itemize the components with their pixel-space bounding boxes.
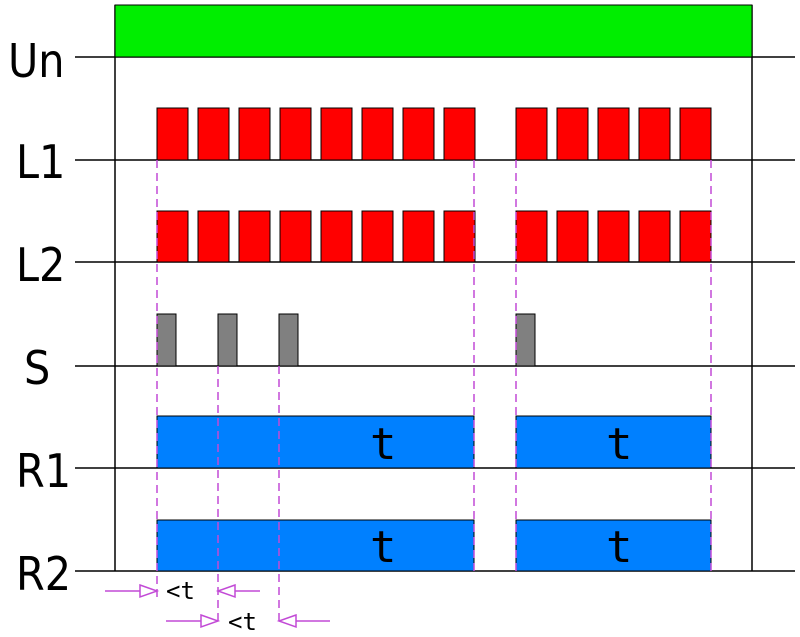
l2-pulse-9	[515, 210, 548, 263]
l2-pulse-10	[556, 210, 589, 263]
l1-pulse-13	[679, 107, 712, 161]
l1-pulse-train	[156, 107, 712, 161]
dimension-arrow-second-right	[276, 613, 330, 629]
row-label-l2: L2	[16, 238, 65, 292]
row-label-s: S	[24, 341, 50, 395]
l2-pulse-train	[156, 210, 712, 263]
r2-time-mark-second: t	[606, 522, 633, 573]
l1-pulse-9	[515, 107, 548, 161]
l1-pulse-10	[556, 107, 589, 161]
supply-bar	[114, 4, 753, 58]
dimension-label-first-gap: <t	[166, 577, 195, 605]
l2-pulse-5	[320, 210, 353, 263]
switch-pulse-train	[156, 313, 536, 367]
l2-pulse-6	[361, 210, 394, 263]
l2-pulse-2	[197, 210, 230, 263]
r2-relay-bar-first	[156, 519, 475, 572]
r1-relay-bar-second	[515, 415, 712, 469]
l1-pulse-4	[279, 107, 312, 161]
r1-time-mark-second: t	[606, 419, 633, 470]
l2-pulse-4	[279, 210, 312, 263]
l1-pulse-3	[238, 107, 271, 161]
l1-pulse-11	[597, 107, 630, 161]
r2-relay-bar-second	[515, 519, 712, 572]
switch-pulse-1	[156, 313, 177, 367]
dimension-arrow-first-left	[105, 583, 160, 599]
switch-pulse-2	[217, 313, 238, 367]
switch-pulse-3	[278, 313, 299, 367]
r1-relay-bar-first	[156, 415, 475, 469]
dimension-arrow-first-right	[215, 583, 260, 599]
row-label-l1: L1	[16, 135, 65, 189]
l2-pulse-13	[679, 210, 712, 263]
l2-pulse-7	[402, 210, 435, 263]
row-label-r2: R2	[16, 547, 71, 601]
switch-pulse-4	[515, 313, 536, 367]
l2-pulse-1	[156, 210, 189, 263]
row-label-r1: R1	[16, 444, 71, 498]
l2-pulse-11	[597, 210, 630, 263]
l1-pulse-6	[361, 107, 394, 161]
dimension-arrow-second-left	[166, 613, 221, 629]
l2-pulse-3	[238, 210, 271, 263]
dimension-label-second-gap: <t	[228, 608, 257, 636]
r2-time-mark-first: t	[370, 522, 397, 573]
l2-pulse-12	[638, 210, 671, 263]
l1-pulse-2	[197, 107, 230, 161]
l1-pulse-5	[320, 107, 353, 161]
l1-pulse-7	[402, 107, 435, 161]
l1-pulse-8	[443, 107, 476, 161]
r1-time-mark-first: t	[370, 419, 397, 470]
l1-pulse-1	[156, 107, 189, 161]
l1-pulse-12	[638, 107, 671, 161]
row-label-un: Un	[8, 34, 65, 88]
l2-pulse-8	[443, 210, 476, 263]
